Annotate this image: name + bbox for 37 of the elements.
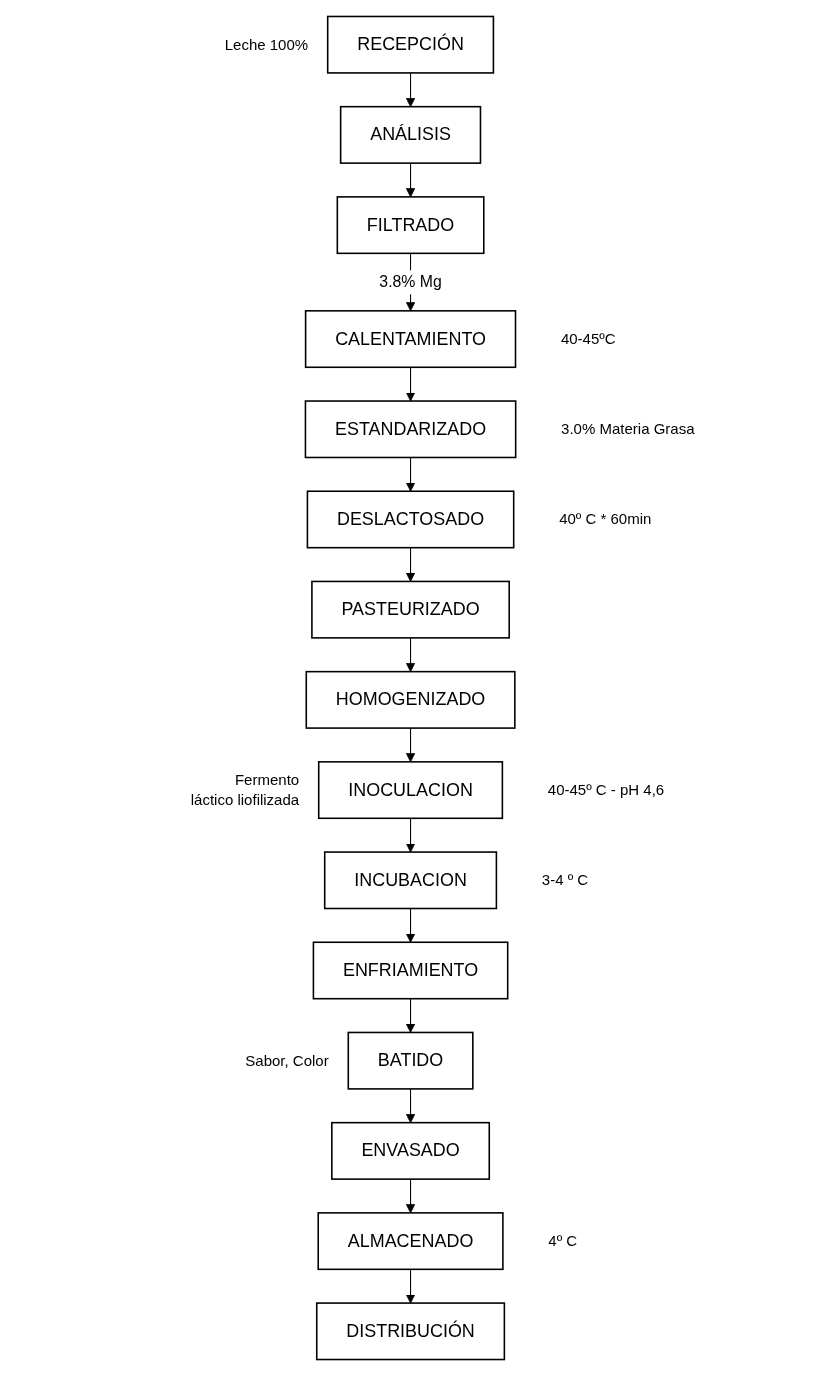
arrow [406, 72, 416, 108]
process-box: ENVASADO [331, 1121, 491, 1180]
process-box: FILTRADO [336, 196, 485, 255]
arrow [406, 1088, 416, 1124]
annotation-text: 3.0% Materia Grasa [561, 419, 696, 440]
process-box: ANÁLISIS [340, 105, 482, 164]
process-box: HOMOGENIZADO [305, 670, 517, 729]
process-box: ESTANDARIZADO [305, 400, 517, 459]
annotation-text: Fermento láctico liofilizada [189, 769, 300, 811]
annotation-text: 40-45º C - pH 4,6 [547, 779, 666, 800]
process-box: BATIDO [347, 1031, 475, 1090]
process-box: ENFRIAMIENTO [313, 941, 509, 1000]
process-box: ALMACENADO [317, 1212, 505, 1271]
process-box: DISTRIBUCIÓN [316, 1302, 506, 1361]
annotation-text: 40-45ºC [560, 328, 617, 349]
arrow [406, 366, 416, 402]
arrow [406, 907, 416, 943]
process-box: INCUBACION [324, 851, 498, 910]
arrow [406, 817, 416, 853]
annotation-text: 40º C * 60min [559, 509, 653, 530]
process-box: INOCULACION [318, 761, 504, 820]
annotation-text: 3-4 º C [541, 870, 590, 891]
process-box: DESLACTOSADO [307, 490, 515, 549]
annotation-text: 4º C [548, 1230, 579, 1251]
arrow [406, 162, 416, 198]
arrow [406, 1268, 416, 1304]
process-box: CALENTAMIENTO [305, 310, 517, 369]
arrow [406, 456, 416, 492]
arrow [406, 727, 416, 763]
annotation-text: Sabor, Color [244, 1050, 329, 1071]
process-box: PASTEURIZADO [311, 580, 511, 639]
annotation-text: Leche 100% [223, 34, 309, 55]
process-box: RECEPCIÓN [327, 15, 495, 74]
arrow [406, 637, 416, 673]
arrow [406, 998, 416, 1033]
arrow [406, 1178, 416, 1214]
arrow [406, 547, 416, 582]
